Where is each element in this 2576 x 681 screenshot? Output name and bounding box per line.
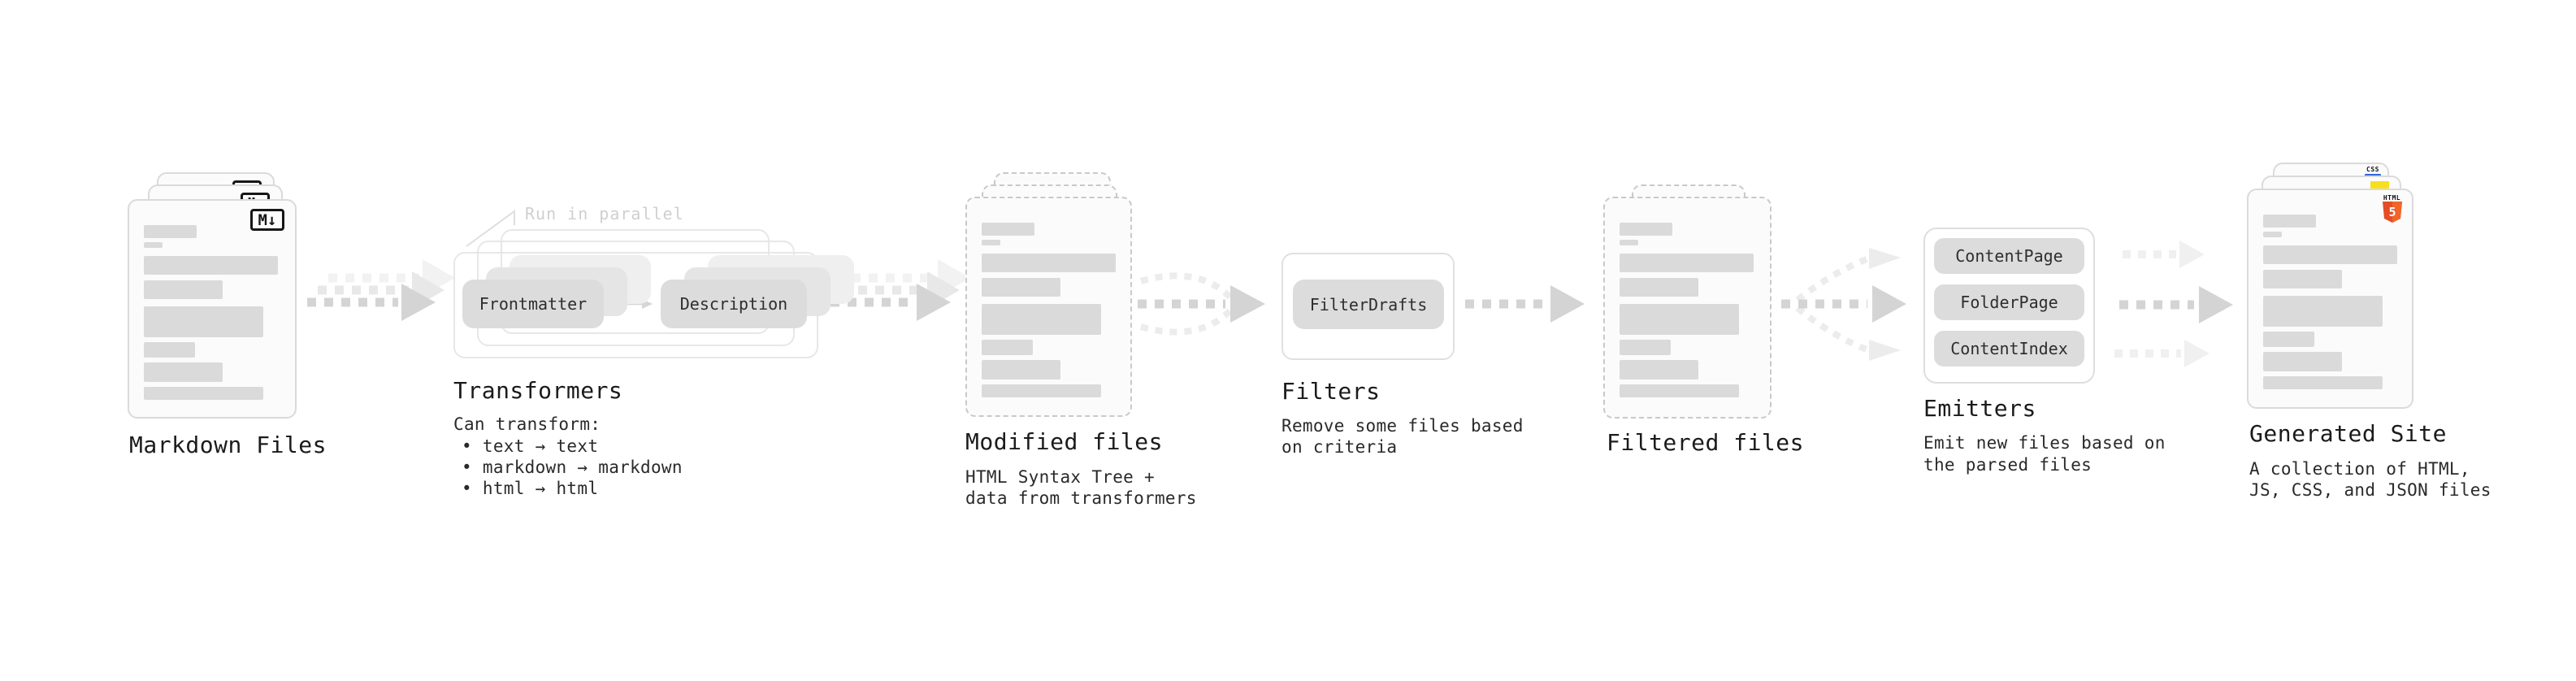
file-card-front <box>1603 197 1772 419</box>
skeleton-bar <box>144 387 263 400</box>
skeleton-bar <box>982 240 1000 245</box>
skeleton-bar <box>1620 384 1739 397</box>
node-title: Markdown Files <box>129 432 327 458</box>
node-title: Modified files <box>965 428 1164 455</box>
skeleton-bar <box>2263 296 2383 327</box>
skeleton-bar <box>144 256 278 275</box>
emitters-box <box>1923 228 2095 384</box>
transformer-pill-description: Description <box>661 280 807 328</box>
file-card-front <box>965 197 1132 417</box>
html5-icon: HTML 5 <box>2382 194 2402 226</box>
node-title: Emitters <box>1923 395 2036 422</box>
skeleton-bar <box>144 225 197 238</box>
skeleton-bar <box>1620 360 1698 380</box>
node-description: on criteria <box>1281 437 1398 457</box>
node-title: Filters <box>1281 378 1381 405</box>
skeleton-bar <box>1620 278 1698 297</box>
node-description: data from transformers <box>965 488 1197 508</box>
skeleton-bar <box>2263 270 2342 288</box>
skeleton-bar <box>1620 240 1638 245</box>
node-description: Remove some files based <box>1281 416 1524 436</box>
skeleton-bar <box>1620 340 1671 355</box>
skeleton-bar <box>2263 376 2383 389</box>
skeleton-bar <box>982 223 1034 236</box>
file-card-front: M↓ <box>128 199 297 419</box>
skeleton-bar <box>982 384 1101 397</box>
filters-box <box>1281 253 1455 360</box>
skeleton-bar <box>1620 223 1672 236</box>
node-generated-site: CSS HTML 5 Generated <box>2247 163 2491 512</box>
node-description: Can transform: <box>453 414 601 434</box>
transformer-pill-frontmatter: Frontmatter <box>462 280 604 328</box>
skeleton-bar <box>982 278 1060 297</box>
arrow-modified-to-filters <box>1138 272 1265 336</box>
node-description: HTML Syntax Tree + <box>965 467 1155 487</box>
node-title: Transformers <box>453 377 623 404</box>
node-description: A collection of HTML, <box>2249 459 2470 479</box>
arrow-markdown-to-transformers <box>307 259 455 321</box>
node-transformers: Run in parallel Frontmatter Description … <box>453 200 854 509</box>
run-in-parallel-annotation: Run in parallel <box>525 204 684 223</box>
skeleton-bar <box>144 362 223 382</box>
emitter-pill-folderpage: FolderPage <box>1934 284 2084 320</box>
skeleton-bar <box>2263 332 2314 347</box>
skeleton-bar <box>2263 352 2342 371</box>
skeleton-bar <box>2263 215 2316 228</box>
skeleton-bar <box>144 306 263 337</box>
node-title: Filtered files <box>1607 429 1805 456</box>
skeleton-bar <box>144 242 163 248</box>
emitter-pill-contentpage: ContentPage <box>1934 238 2084 274</box>
skeleton-bar <box>982 360 1060 380</box>
node-description: • text → text <box>462 436 599 456</box>
node-description: • markdown → markdown <box>462 458 683 477</box>
skeleton-bar <box>2263 245 2397 264</box>
markdown-icon: M↓ <box>250 209 284 231</box>
node-modified-files: Modified files HTML Syntax Tree + data f… <box>965 172 1196 514</box>
arrow-filtered-to-emitters <box>1781 248 1906 361</box>
node-markdown-files: M↓ M↓ M↓ Markdown Files <box>128 172 327 465</box>
skeleton-bar <box>1620 254 1754 272</box>
skeleton-bar <box>2263 232 2282 237</box>
node-filtered-files: Filtered files <box>1603 184 1804 461</box>
skeleton-bar <box>144 342 195 358</box>
node-description: the parsed files <box>1923 455 2092 475</box>
node-title: Generated Site <box>2249 420 2448 447</box>
node-filters: FilterDrafts Filters Remove some files b… <box>1281 253 1525 480</box>
skeleton-bar <box>1620 304 1739 335</box>
skeleton-bar <box>982 304 1101 335</box>
file-card-front-html: HTML 5 <box>2247 189 2413 409</box>
skeleton-bar <box>982 254 1116 272</box>
node-description: • html → html <box>462 479 599 498</box>
node-emitters: ContentPage FolderPage ContentIndex Emit… <box>1923 228 2167 488</box>
skeleton-bar <box>982 340 1033 355</box>
node-description: JS, CSS, and JSON files <box>2249 480 2491 500</box>
node-description: Emit new files based on <box>1923 433 2166 453</box>
filter-pill-filterdrafts: FilterDrafts <box>1293 280 1444 329</box>
svg-text:5: 5 <box>2388 205 2396 219</box>
emitter-pill-contentindex: ContentIndex <box>1934 331 2084 367</box>
skeleton-bar <box>144 280 223 299</box>
